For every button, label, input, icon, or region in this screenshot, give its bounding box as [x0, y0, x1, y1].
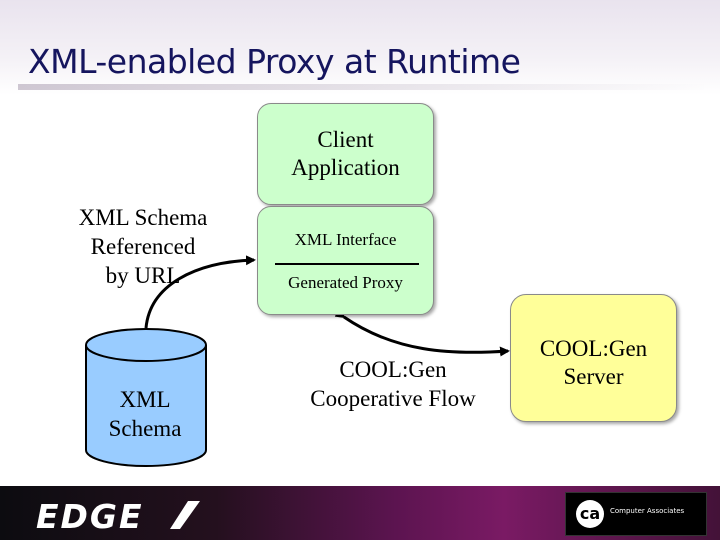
cool-gen-server-box: COOL:Gen Server — [510, 294, 677, 422]
xml-interface-label: XML Interface — [294, 230, 397, 249]
ca-mark-icon: ca — [576, 500, 604, 528]
client-application-box: Client Application — [257, 103, 434, 205]
xml-schema-referenced-label: XML Schema Referenced by URL — [78, 205, 208, 288]
xml-schema-cylinder-label: XML Schema — [108, 387, 182, 441]
schema-cylinder — [85, 328, 207, 467]
proxy-divider — [275, 263, 419, 265]
computer-associates-logo: ca Computer Associates — [565, 492, 707, 536]
title-band — [0, 0, 720, 95]
generated-proxy-label: Generated Proxy — [288, 273, 403, 292]
schema-to-proxy-arrow — [144, 255, 256, 329]
client-application-label: Client Application — [291, 127, 400, 180]
computer-associates-text: Computer Associates — [610, 507, 685, 515]
proxy-to-server-arrow — [334, 308, 510, 357]
title-underline-shadow — [18, 84, 708, 90]
cooperative-flow-label: COOL:Gen Cooperative Flow — [310, 357, 476, 411]
cool-gen-server-label: COOL:Gen Server — [539, 336, 648, 389]
edge-swoosh-icon — [170, 501, 200, 529]
generated-proxy-box: XML Interface Generated Proxy — [257, 206, 434, 315]
slide-title: XML-enabled Proxy at Runtime — [28, 42, 521, 81]
edge-logo: EDGE — [36, 497, 144, 536]
